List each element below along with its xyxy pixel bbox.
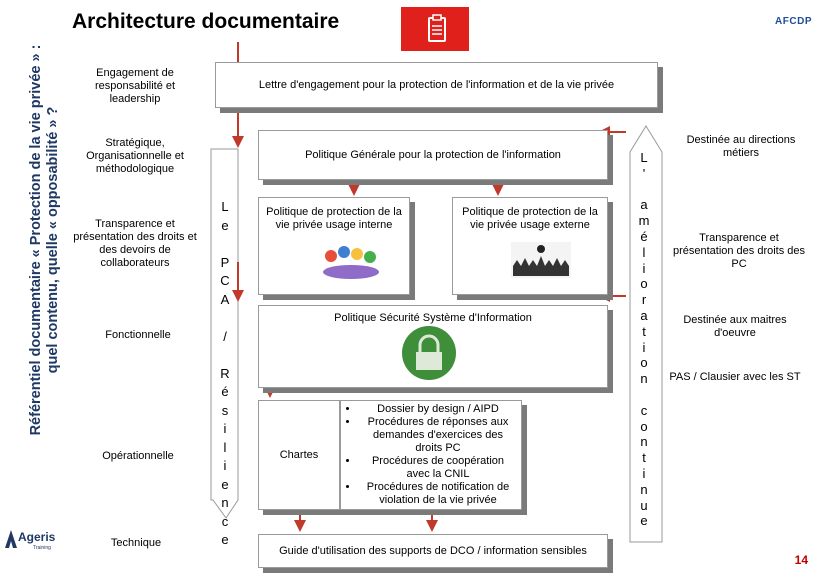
right-vertical-arrow	[629, 125, 663, 543]
label-destinee-maitres: Destinée aux maitres d'oeuvre	[683, 314, 787, 339]
label-destinee-directions: Destinée au directions métiers	[686, 134, 796, 159]
vertical-title-line1: Référentiel documentaire « Protection de…	[28, 44, 44, 436]
level-fonctionnelle: Fonctionnelle	[105, 329, 171, 341]
box-pp-externe-text: Politique de protection de la vie privée…	[462, 206, 598, 231]
vertical-title-line2: quel contenu, quelle « opposabilité » ?	[45, 106, 61, 374]
ageris-logo: Ageris Training	[3, 528, 57, 554]
people-group-icon	[323, 246, 379, 279]
box-guide: Guide d'utilisation des supports de DCO …	[258, 534, 608, 568]
level-transparence: Transparence et présentation des droits …	[73, 218, 197, 269]
box-pssi: Politique Sécurité Système d'Information	[258, 305, 608, 388]
document-icon-tile	[401, 7, 469, 51]
box-pp-externe: Politique de protection de la vie privée…	[452, 197, 608, 295]
level-operationnelle: Opérationnelle	[102, 450, 174, 462]
page-title: Architecture documentaire	[72, 10, 340, 33]
label-transparence-pc: Transparence et présentation des droits …	[672, 232, 806, 270]
level-technique: Technique	[110, 537, 162, 549]
box-pssi-text: Politique Sécurité Système d'Information	[334, 312, 532, 324]
procedure-item: Procédures de notification de violation …	[359, 481, 517, 507]
lock-icon	[402, 326, 456, 380]
afcdp-logo: AFCDP	[775, 16, 812, 27]
procedures-list: Dossier by design / AIPD Procédures de r…	[341, 403, 521, 507]
box-chartes-text: Chartes	[279, 448, 319, 461]
vertical-title-band: Référentiel documentaire « Protection de…	[0, 0, 61, 581]
clipboard-icon	[428, 14, 446, 42]
box-guide-text: Guide d'utilisation des supports de DCO …	[279, 544, 587, 557]
procedure-item: Procédures de réponses aux demandes d'ex…	[359, 416, 517, 455]
box-lettre-text: Lettre d'engagement pour la protection d…	[258, 78, 615, 91]
label-pas-clausier: PAS / Clausier avec les ST	[669, 371, 801, 383]
procedure-item: Procédures de coopération avec la CNIL	[359, 455, 517, 481]
left-vertical-arrow	[210, 148, 239, 519]
box-politique-generale-text: Politique Générale pour la protection de…	[305, 148, 561, 161]
box-politique-generale: Politique Générale pour la protection de…	[258, 130, 608, 180]
vertical-title: Référentiel documentaire « Protection de…	[28, 10, 62, 470]
box-chartes: Chartes	[258, 400, 340, 510]
ageris-logo-subtext: Training	[33, 545, 51, 551]
box-procedures: Dossier by design / AIPD Procédures de r…	[340, 400, 522, 510]
level-engagement: Engagement de responsabilité et leadersh…	[94, 67, 176, 105]
procedure-item: Dossier by design / AIPD	[359, 403, 517, 416]
crowd-icon	[511, 242, 571, 278]
box-lettre-engagement: Lettre d'engagement pour la protection d…	[215, 62, 658, 108]
page-number: 14	[794, 553, 808, 567]
box-pp-interne-text: Politique de protection de la vie privée…	[266, 206, 402, 231]
ageris-logo-mark-icon	[5, 530, 17, 548]
level-strategique: Stratégique, Organisationnelle et méthod…	[86, 137, 184, 175]
ageris-logo-text: Ageris	[18, 530, 56, 544]
box-pp-interne: Politique de protection de la vie privée…	[258, 197, 410, 295]
